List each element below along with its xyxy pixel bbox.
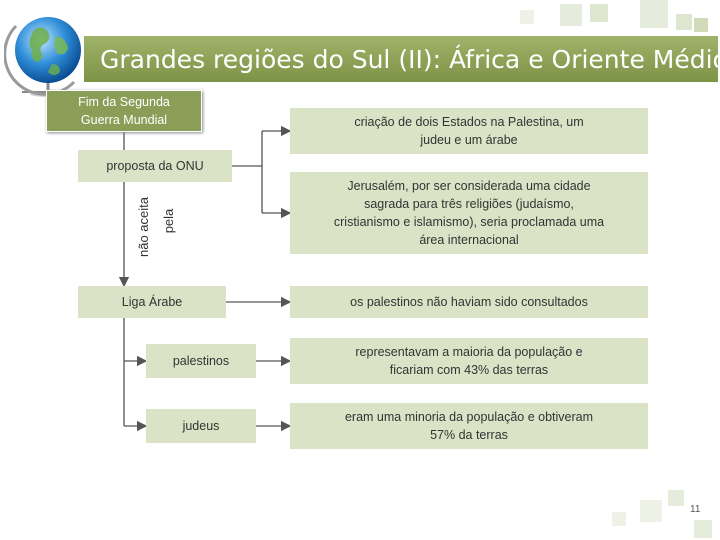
box-proposta-onu-label: proposta da ONU <box>106 159 204 173</box>
box-fim-segunda-guerra: Fim da Segunda Guerra Mundial <box>46 90 202 132</box>
box-jerusalem-label: Jerusalém, por ser considerada uma cidad… <box>333 179 605 247</box>
box-palestinos-label: palestinos <box>172 354 230 368</box>
box-criacao-estados: criação de dois Estados na Palestina, um… <box>290 108 648 154</box>
box-criacao-estados-label: criação de dois Estados na Palestina, um… <box>354 115 584 147</box>
bg-square <box>694 18 708 32</box>
box-liga-arabe-label: Liga Árabe <box>121 295 183 309</box>
box-proposta-onu: proposta da ONU <box>78 150 232 182</box>
box-jerusalem: Jerusalém, por ser considerada uma cidad… <box>290 172 648 254</box>
page-number: 11 <box>690 504 701 515</box>
box-judeus: judeus <box>146 409 256 443</box>
slide-title: Grandes regiões do Sul (II): África e Or… <box>100 45 720 74</box>
box-maioria-populacao-label: representavam a maioria da população e f… <box>355 345 583 377</box>
bg-square <box>676 14 692 30</box>
bg-square <box>590 4 608 22</box>
box-palestinos: palestinos <box>146 344 256 378</box>
title-bar <box>84 36 718 82</box>
vertical-label-nao-aceita: não aceita <box>136 197 151 257</box>
bg-square <box>560 4 582 26</box>
bg-square <box>694 520 712 538</box>
bg-square <box>640 0 668 28</box>
bg-square <box>612 512 626 526</box>
bg-square <box>668 490 684 506</box>
box-nao-consultados-label: os palestinos não haviam sido consultado… <box>350 295 588 309</box>
box-minoria-populacao-label: eram uma minoria da população e obtivera… <box>344 410 594 442</box>
box-maioria-populacao: representavam a maioria da população e f… <box>290 338 648 384</box>
box-minoria-populacao: eram uma minoria da população e obtivera… <box>290 403 648 449</box>
box-fim-segunda-guerra-label: Fim da Segunda Guerra Mundial <box>78 95 170 127</box>
box-judeus-label: judeus <box>182 419 220 433</box>
box-liga-arabe: Liga Árabe <box>78 286 226 318</box>
bg-square <box>520 10 534 24</box>
vertical-label-pela: pela <box>161 208 176 234</box>
box-nao-consultados: os palestinos não haviam sido consultado… <box>290 286 648 318</box>
bg-square <box>640 500 662 522</box>
